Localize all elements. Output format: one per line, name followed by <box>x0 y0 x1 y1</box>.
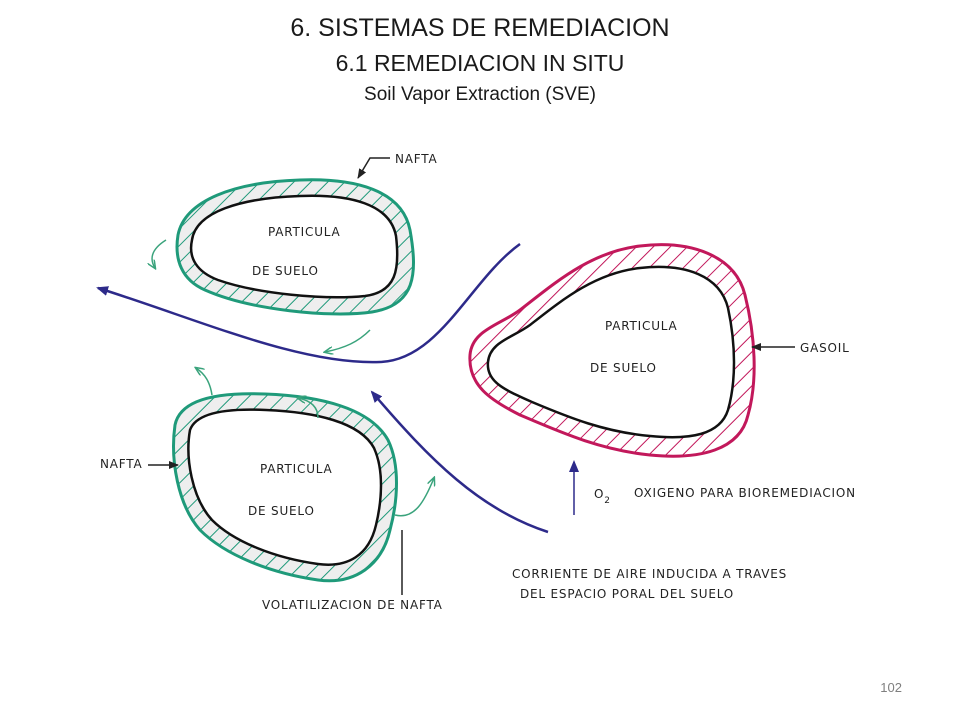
slide-title: 6. SISTEMAS DE REMEDIACION <box>290 14 670 42</box>
bottom-particle-line1: PARTICULA <box>260 462 333 476</box>
bottom-soil-particle <box>172 392 398 583</box>
particle-core-top <box>189 194 399 299</box>
volatilization-arrow-5 <box>394 478 434 517</box>
top-film-label: NAFTA <box>395 152 437 166</box>
volatilization-arrow-3 <box>196 368 213 396</box>
o2-subscript: 2 <box>604 496 611 506</box>
right-particle-line2: DE SUELO <box>590 361 657 375</box>
airflow-stream-lower <box>370 390 549 534</box>
page-number: 102 <box>880 680 902 695</box>
volatilization-label: VOLATILIZACION DE NAFTA <box>262 598 443 612</box>
top-soil-particle <box>175 178 416 316</box>
pointer-nafta-top <box>357 157 390 179</box>
o2-symbol: O2 <box>594 487 611 506</box>
bottom-film-label: NAFTA <box>100 457 142 471</box>
slide-caption: Soil Vapor Extraction (SVE) <box>364 84 596 105</box>
slide-subtitle: 6.1 REMEDIACION IN SITU <box>335 50 625 76</box>
airflow-stream-upper <box>96 242 521 364</box>
oxygen-label: OXIGENO PARA BIOREMEDIACION <box>634 486 856 500</box>
airflow-label-line1: CORRIENTE DE AIRE INDUCIDA A TRAVES <box>512 567 787 581</box>
particle-core-bottom <box>187 408 383 566</box>
right-soil-particle <box>468 243 756 458</box>
bottom-particle-line2: DE SUELO <box>248 504 315 518</box>
right-film-label: GASOIL <box>800 341 850 355</box>
volatilization-arrow-2 <box>325 329 371 352</box>
volatilization-arrow-1 <box>152 239 167 268</box>
top-particle-line1: PARTICULA <box>268 225 341 239</box>
top-particle-line2: DE SUELO <box>252 264 319 278</box>
volatilization-arrow-4 <box>298 398 319 419</box>
right-particle-line1: PARTICULA <box>605 319 678 333</box>
o2-letter: O <box>594 487 604 501</box>
particle-core-right <box>486 265 736 439</box>
airflow-label-line2: DEL ESPACIO PORAL DEL SUELO <box>520 587 734 601</box>
